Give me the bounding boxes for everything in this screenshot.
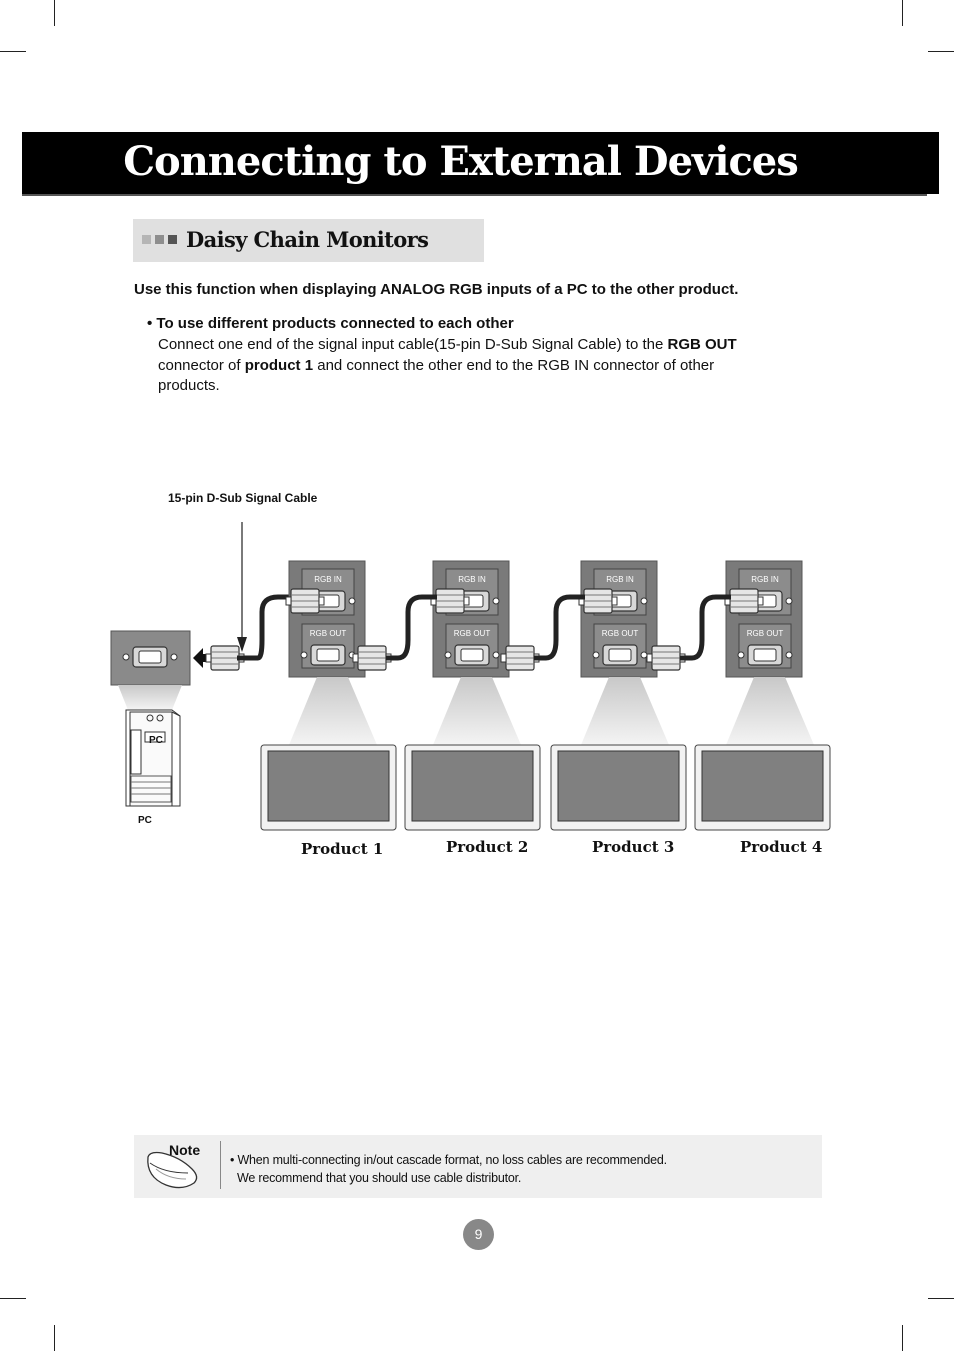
product-label-3: Product 3 <box>592 838 675 856</box>
crop-mark <box>902 1325 903 1351</box>
product-label-2: Product 2 <box>446 838 529 856</box>
pc-label: PC <box>138 815 152 826</box>
text-span: and connect the other end to the RGB IN … <box>313 356 715 374</box>
cable-label: 15-pin D-Sub Signal Cable <box>168 491 318 505</box>
square-icon <box>155 235 164 244</box>
instruction-line: connector of product 1 and connect the o… <box>158 356 798 377</box>
text-span: Connect one end of the signal input cabl… <box>158 336 668 353</box>
crop-mark <box>928 51 954 52</box>
arrow-left-icon <box>193 648 212 668</box>
note-box: Note • When multi-connecting in/out casc… <box>134 1135 822 1198</box>
square-icon <box>168 235 177 244</box>
pc-beam <box>118 685 182 710</box>
port-out-label: RGB OUT <box>747 629 784 638</box>
crop-mark <box>54 0 55 26</box>
cable-path <box>534 594 585 661</box>
crop-mark <box>0 51 26 52</box>
note-text: • When multi-connecting in/out cascade f… <box>230 1151 667 1187</box>
pointer-arrow <box>237 637 247 652</box>
instruction-line: Connect one end of the signal input cabl… <box>158 335 798 356</box>
note-line: • When multi-connecting in/out cascade f… <box>230 1153 667 1167</box>
page-title: Connecting to External Devices <box>123 138 799 185</box>
cable-path <box>237 594 292 661</box>
note-line-text: When multi-connecting in/out cascade for… <box>237 1153 667 1167</box>
port-in-label: RGB IN <box>458 575 486 584</box>
note-line-text: We recommend that you should use cable d… <box>237 1171 522 1185</box>
product-label-4: Product 4 <box>740 838 823 856</box>
product-unit-1: RGB IN RGB OUT <box>260 560 397 831</box>
pc-tower-icon <box>125 709 181 807</box>
port-in-label: RGB IN <box>606 575 634 584</box>
text-span: connector of <box>158 356 245 374</box>
bold-span: RGB OUT <box>667 336 737 353</box>
port-out-label: RGB OUT <box>602 629 639 638</box>
note-label: Note <box>169 1142 201 1158</box>
section-header: Daisy Chain Monitors <box>133 219 484 262</box>
product-unit-4: RGB IN RGB OUT <box>694 560 831 831</box>
title-bar: Connecting to External Devices <box>22 132 939 196</box>
crop-mark <box>902 0 903 26</box>
product-unit-3: RGB IN RGB OUT <box>550 560 687 831</box>
product-unit-2: RGB IN RGB OUT <box>404 560 541 831</box>
note-line: We recommend that you should use cable d… <box>230 1169 667 1187</box>
port-out-label: RGB OUT <box>454 629 491 638</box>
page-number-badge: 9 <box>463 1219 494 1250</box>
port-out-label: RGB OUT <box>310 629 347 638</box>
cable-path <box>680 594 731 661</box>
crop-mark <box>54 1325 55 1351</box>
instruction-heading: • To use different products connected to… <box>147 315 514 332</box>
bold-span: product 1 <box>244 356 314 374</box>
crop-mark <box>0 1298 26 1299</box>
mouse-icon <box>147 1151 198 1189</box>
pc-sticker: PC <box>149 735 163 746</box>
section-title: Daisy Chain Monitors <box>186 227 429 252</box>
crop-mark <box>928 1298 954 1299</box>
instruction-body: Connect one end of the signal input cabl… <box>158 335 798 397</box>
intro-text: Use this function when displaying ANALOG… <box>134 281 739 298</box>
port-in-label: RGB IN <box>314 575 342 584</box>
instruction-heading-text: To use different products connected to e… <box>156 315 514 332</box>
note-divider <box>220 1141 221 1189</box>
square-icon <box>142 235 151 244</box>
port-in-label: RGB IN <box>751 575 779 584</box>
product-label-1: Product 1 <box>301 840 384 858</box>
instruction-line: products. <box>158 377 220 394</box>
cable-path <box>386 594 437 661</box>
